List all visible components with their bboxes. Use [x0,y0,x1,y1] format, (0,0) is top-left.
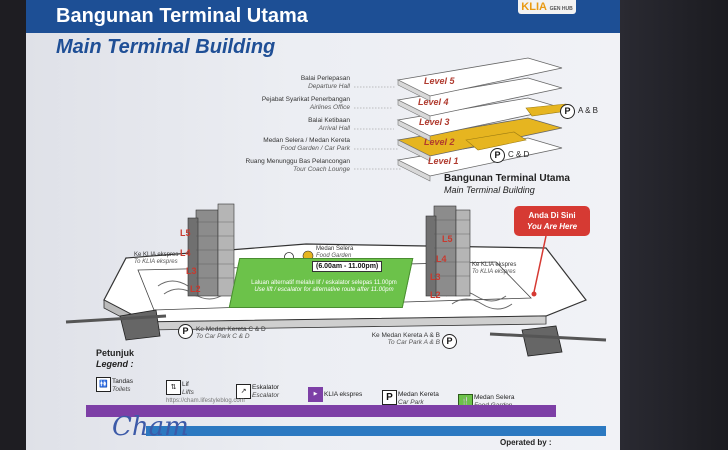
parking-icon: P [560,104,575,119]
level-4-label: Level 4 [418,97,449,107]
legend-title-english: Legend : [96,359,134,369]
tower-l2-right: L2 [430,290,441,300]
klia-ekspres-icon: ▶ [308,387,323,402]
lift-icon: ⇅ [166,380,181,395]
watermark-text: Cham [112,412,189,442]
toilet-icon: 🚻 [96,377,111,392]
watermark-url: https://cham.lifestyleblog.com [166,398,245,404]
car-park-icon: P [382,390,397,405]
operated-by-label: Operated by : [500,438,552,447]
building-caption-malay: Bangunan Terminal Utama [444,173,570,184]
legend-klia-ekspres: KLIA ekspres [324,391,363,398]
escalator-icon: ↗ [236,384,251,399]
parking-top-cd: C & D [508,150,530,159]
tower-l2-left: L2 [190,284,201,294]
tower-l4-right: L4 [436,254,447,264]
tower-l5-right: L5 [442,234,453,244]
parking-icon: P [178,324,193,339]
klia-logo: KLIA GEN HUB [518,0,576,14]
parking-top-ab: A & B [578,106,599,115]
blue-stripe [146,426,606,436]
terminal-map-sign: Bangunan Terminal Utama KLIA GEN HUB Mai… [26,0,620,450]
food-garden-hours: (6.00am - 11.00pm) [312,261,383,272]
background-shadow [620,0,728,450]
parking-icon: P [442,334,457,349]
tower-l5-left: L5 [180,228,191,238]
logo-text: KLIA [521,1,547,13]
level-3-label: Level 3 [419,117,450,127]
tower-l3-right: L3 [430,272,441,282]
title-malay: Bangunan Terminal Utama [56,5,308,27]
level-1-label: Level 1 [428,156,459,166]
level-5-label: Level 5 [424,76,455,86]
purple-stripe [86,405,556,417]
tower-l3-left: L3 [186,266,197,276]
logo-sub: GEN HUB [549,6,573,12]
alt-route-note: Laluan alternatif melalui lif / eskalato… [251,280,397,293]
level-2-label: Level 2 [424,137,455,147]
legend-title-malay: Petunjuk [96,348,135,358]
building-caption-english: Main Terminal Building [444,185,535,195]
title-english: Main Terminal Building [56,36,276,58]
tower-l4-left: L4 [180,248,191,258]
parking-icon: P [490,148,505,163]
